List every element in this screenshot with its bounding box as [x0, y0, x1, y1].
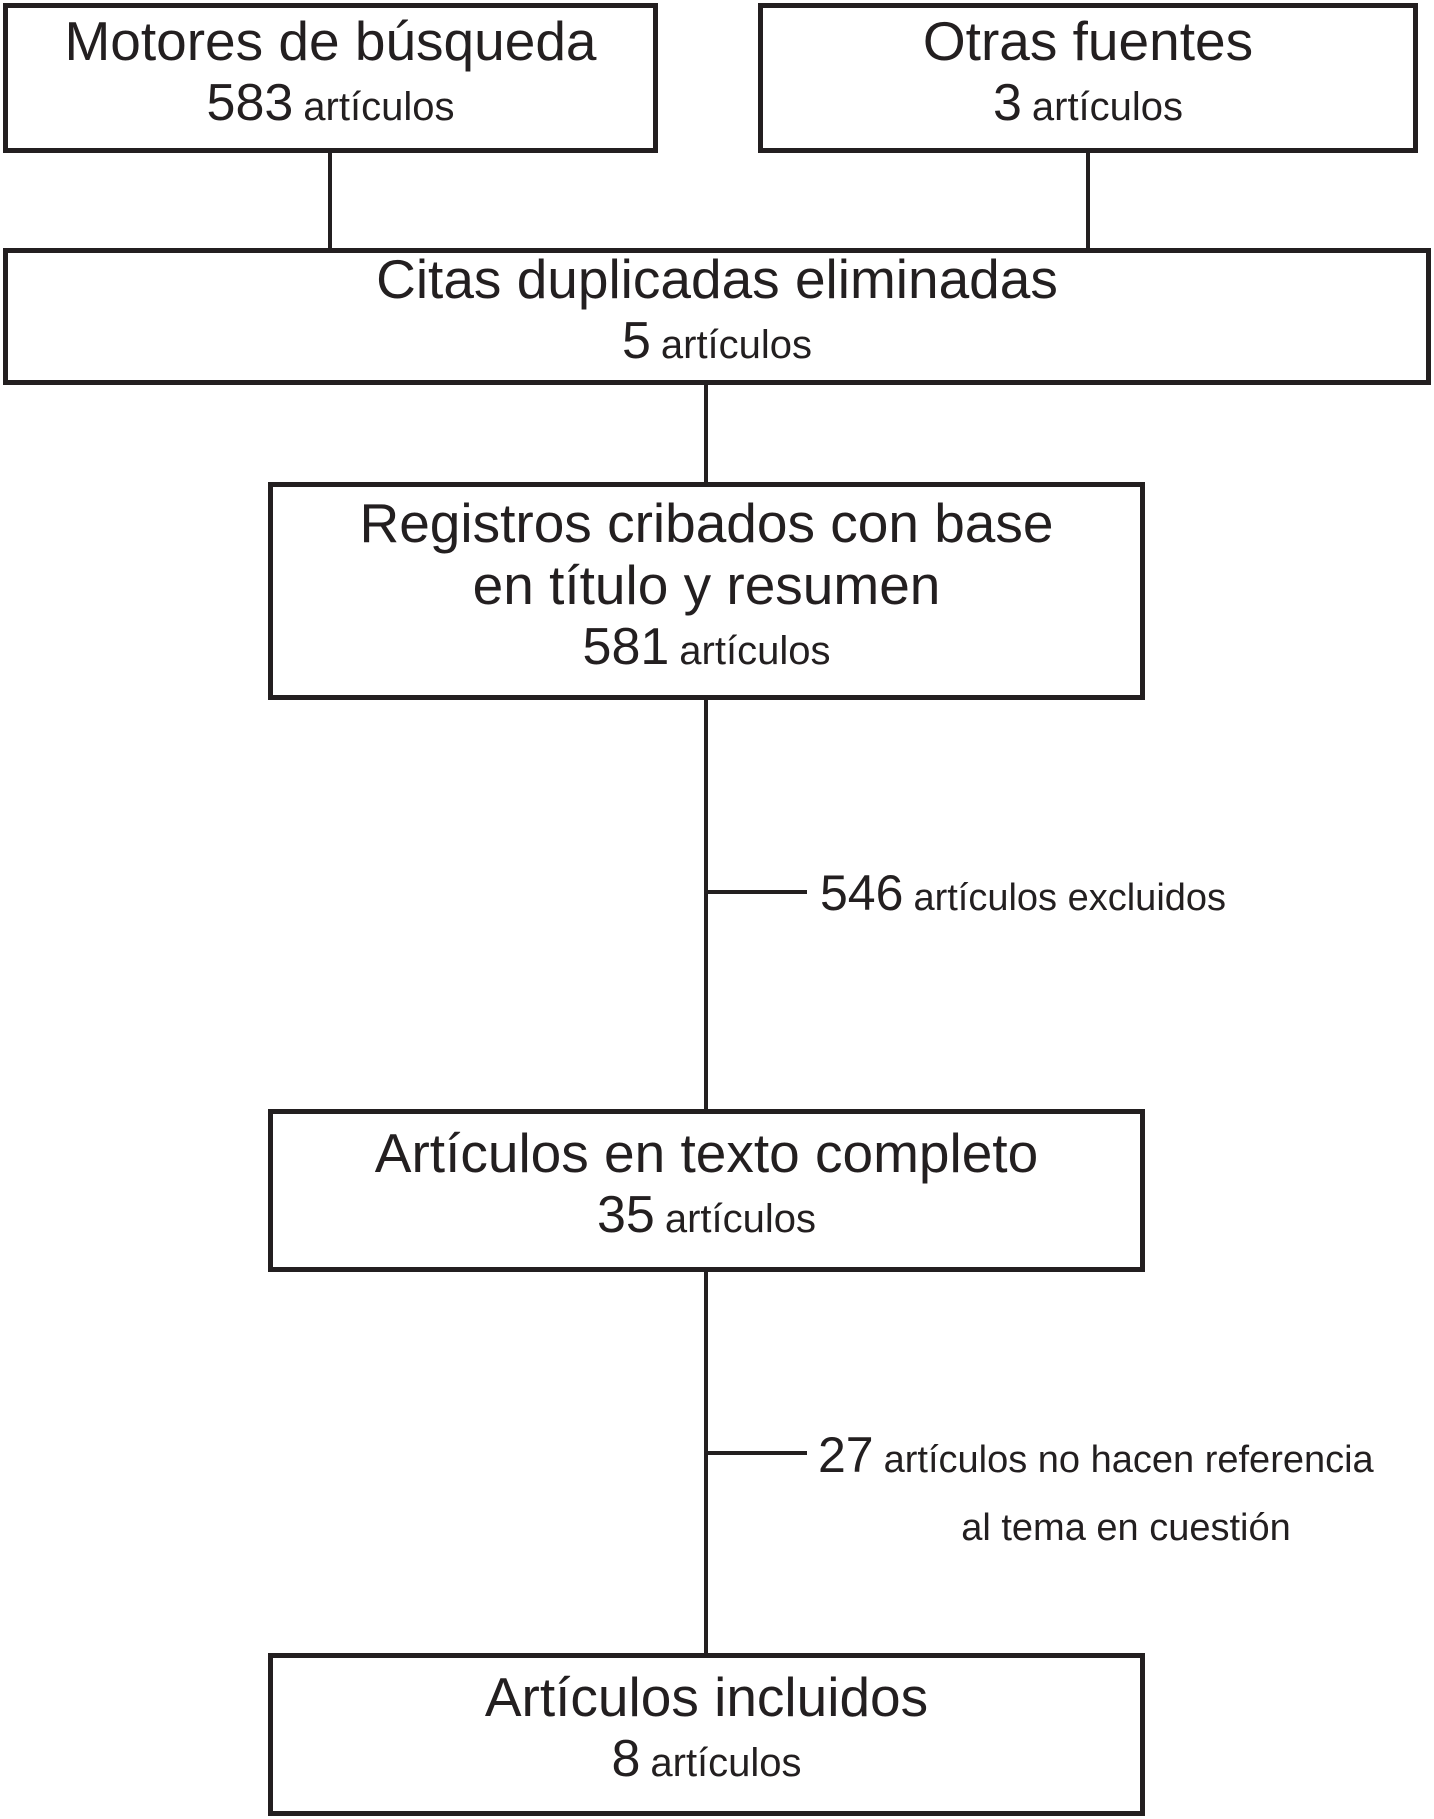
box-search-engines-title: Motores de búsqueda — [64, 9, 597, 72]
branch-line-excluded — [706, 890, 807, 894]
connector-other-to-duplicates — [1086, 150, 1090, 250]
box-other-sources-title: Otras fuentes — [922, 9, 1254, 72]
box-records-screened-title-line1: Registros cribados con base — [359, 491, 1054, 554]
box-records-screened: Registros cribados con base en título y … — [268, 482, 1145, 700]
note-not-relevant-line2: al tema en cuestión — [961, 1507, 1291, 1549]
branch-line-not-relevant — [706, 1451, 807, 1455]
connector-fulltext-to-included — [704, 1272, 708, 1653]
box-duplicates-removed-title: Citas duplicadas eliminadas — [376, 248, 1058, 310]
box-included-title: Artículos incluidos — [484, 1666, 929, 1728]
box-full-text-title: Artículos en texto completo — [374, 1122, 1039, 1184]
box-records-screened-title-line2: en título y resumen — [472, 553, 941, 616]
connector-search-to-duplicates — [328, 150, 332, 250]
connector-duplicates-to-screened — [704, 385, 708, 482]
connector-screened-to-fulltext — [704, 700, 708, 1109]
